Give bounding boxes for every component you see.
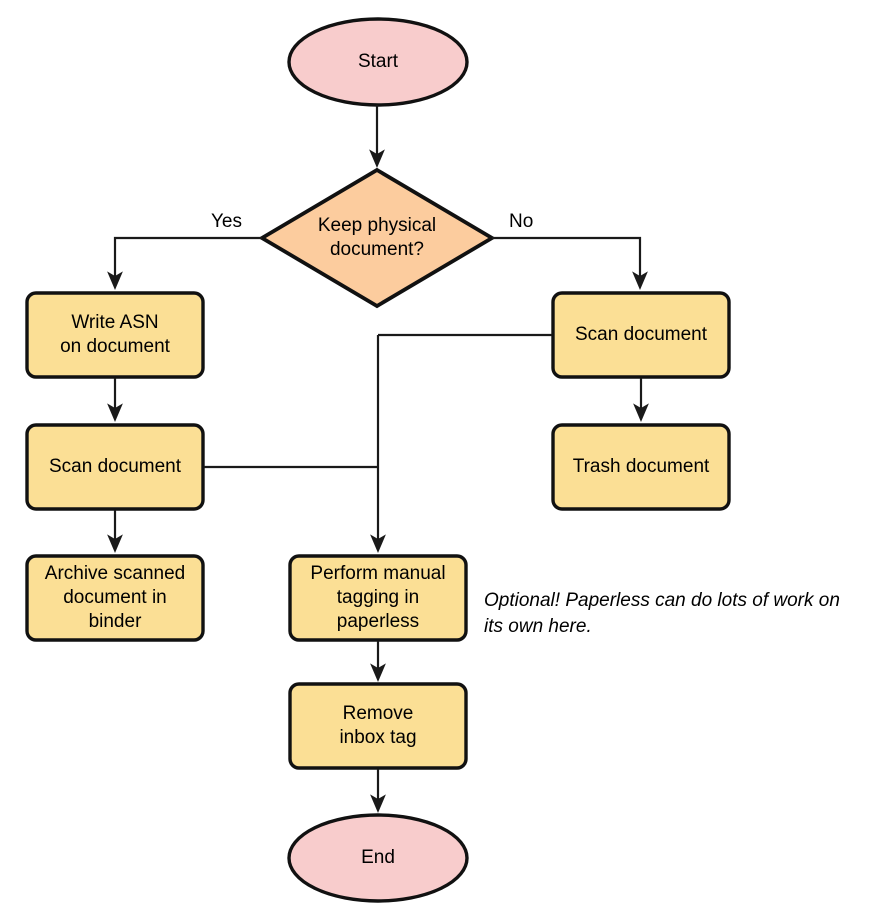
node-remove-inbox-shape[interactable] (288, 682, 468, 770)
node-decision-shape[interactable] (258, 167, 496, 309)
edge-decision-to-write-asn (107, 236, 262, 291)
node-end-shape[interactable] (287, 813, 469, 903)
node-trash-shape[interactable] (551, 423, 731, 511)
edge-decision-to-scan-right (492, 236, 648, 291)
edge-label-yes: Yes (211, 211, 242, 232)
node-write-asn-shape[interactable] (25, 291, 205, 379)
node-start-shape[interactable] (287, 17, 469, 107)
optional-note: Optional! Paperless can do lots of work … (484, 590, 840, 637)
node-scan-right-shape[interactable] (551, 291, 731, 379)
node-scan-left-shape[interactable] (25, 423, 205, 511)
edge-label-no: No (509, 211, 534, 232)
node-tagging-shape[interactable] (288, 554, 468, 642)
node-archive-shape[interactable] (25, 554, 205, 642)
